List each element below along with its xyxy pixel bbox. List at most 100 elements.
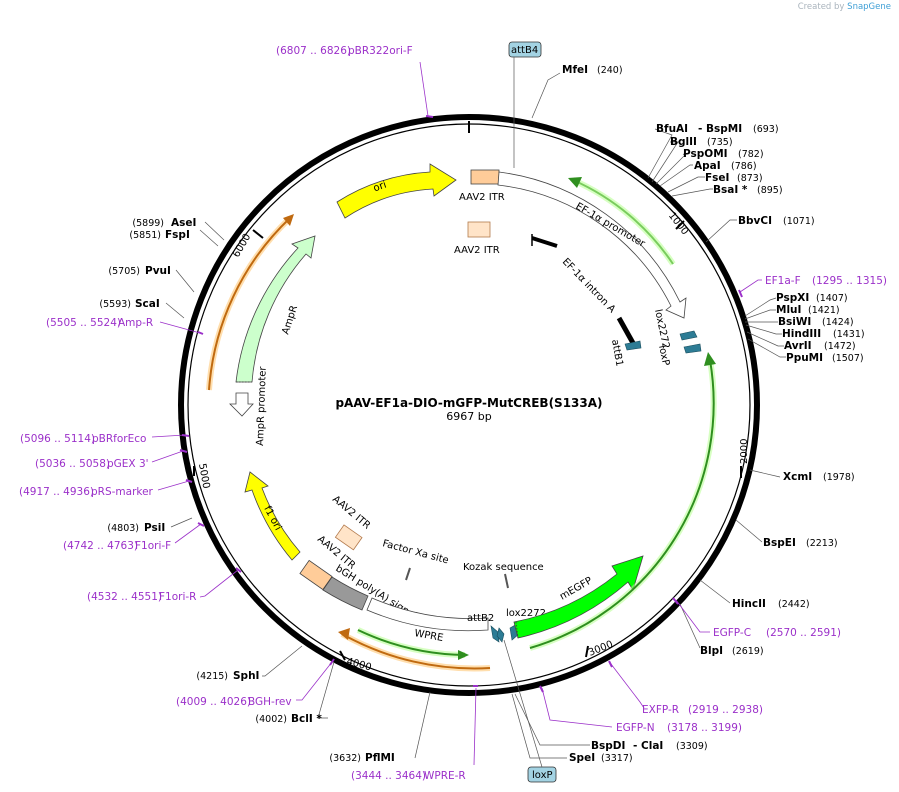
tick-3000 bbox=[585, 645, 589, 658]
f1-ori-arrow[interactable] bbox=[244, 471, 301, 561]
enzyme-avrii: AvrII bbox=[784, 340, 812, 352]
enzyme-bbvci: BbvCI bbox=[738, 215, 772, 227]
lox2272-label-bottom: lox2272 bbox=[506, 608, 546, 619]
kozak-marker bbox=[504, 573, 509, 589]
enzyme-hincii: HincII bbox=[732, 598, 766, 610]
enzyme-fsei: FseI bbox=[705, 172, 729, 184]
enzyme-mlui: MluI bbox=[776, 304, 801, 316]
ef1a-intron-label: EF-1α intron A bbox=[560, 256, 617, 315]
enzyme-bfuai: BfuAI bbox=[656, 123, 688, 135]
enzyme-bspmi: - BspMI bbox=[698, 123, 742, 135]
loxp-label-top: loxP bbox=[656, 344, 671, 366]
ampr-arrow[interactable] bbox=[235, 235, 316, 383]
enzyme-pflmi-pos: (3632) bbox=[329, 753, 361, 764]
enzyme-pspxi: PspXI bbox=[776, 292, 809, 304]
attb1-marker[interactable] bbox=[624, 340, 642, 351]
attb4-box[interactable] bbox=[508, 41, 542, 58]
tick-6000 bbox=[252, 229, 264, 239]
attb2-marker[interactable] bbox=[490, 625, 500, 643]
snapgene-brand: SnapGene bbox=[847, 2, 891, 12]
ori-arrow[interactable] bbox=[336, 163, 457, 219]
primer-bgh-rev-range: (4009 .. 4026) bbox=[176, 696, 251, 708]
tick-label-5000: 5000 bbox=[196, 463, 211, 490]
primer-exfp-r: EXFP-R bbox=[642, 704, 679, 716]
primer-prs-marker-range: (4917 .. 4936) bbox=[19, 486, 94, 498]
enzyme-apai: ApaI bbox=[694, 160, 721, 172]
aav2-itr-box-top[interactable] bbox=[470, 169, 500, 185]
enzyme-pspomi: PspOMI bbox=[683, 148, 728, 160]
backbone-outer-ring bbox=[178, 114, 760, 696]
megfp-start-marker bbox=[515, 621, 519, 639]
enzyme-bglii-pos: (735) bbox=[707, 137, 733, 148]
enzyme-fspi: FspI bbox=[165, 229, 190, 241]
wpre-box[interactable] bbox=[366, 597, 489, 632]
enzyme-hindiii-pos: (1431) bbox=[833, 329, 865, 340]
enzyme-pvui: PvuI bbox=[145, 265, 171, 277]
megfp-arrow[interactable] bbox=[513, 555, 644, 639]
enzyme-psii: PsiI bbox=[144, 522, 165, 534]
enzyme-pspxi-pos: (1407) bbox=[816, 293, 848, 304]
bgh-polya-box[interactable] bbox=[322, 576, 369, 611]
enzyme-clai: - ClaI bbox=[633, 740, 663, 752]
enzyme-xcmi-pos: (1978) bbox=[823, 472, 855, 483]
enzyme-ppumi: PpuMI bbox=[786, 352, 823, 364]
enzyme-bsai: BsaI * bbox=[713, 184, 748, 196]
wpre-primer-arrowhead bbox=[458, 650, 469, 660]
primer-bgh-rev: BGH-rev bbox=[248, 696, 292, 708]
enzyme-psii-pos: (4803) bbox=[107, 523, 139, 534]
loxp-marker-top[interactable] bbox=[683, 343, 702, 354]
ef1a-primer-arc-glow bbox=[571, 177, 676, 266]
factor-xa-marker bbox=[405, 567, 411, 581]
enzyme-sphi-pos: (4215) bbox=[196, 671, 228, 682]
primer-amp-r: Amp-R bbox=[118, 317, 153, 329]
enzyme-bsiwi-pos: (1424) bbox=[822, 317, 854, 328]
lox2272-label-top: lox2272 bbox=[652, 308, 671, 349]
primer-pbr322ori-f-range: (6807 .. 6826) bbox=[276, 45, 351, 57]
primer-egfp-c: EGFP-C bbox=[713, 627, 751, 639]
ef1a-intron-start-bar bbox=[531, 236, 558, 248]
kozak-label: Kozak sequence bbox=[463, 562, 544, 573]
enzyme-apai-pos: (786) bbox=[731, 161, 757, 172]
enzyme-asei-pos: (5899) bbox=[132, 218, 164, 229]
ampr-promoter-arrow[interactable] bbox=[229, 392, 254, 417]
aav2-itr-box-lower-inner[interactable] bbox=[334, 524, 363, 551]
enzyme-spei: SpeI bbox=[569, 752, 595, 764]
ampr-promoter-label: AmpR promoter bbox=[255, 365, 269, 446]
ori-label: ori bbox=[372, 180, 388, 195]
lox2272-marker-top[interactable] bbox=[679, 330, 698, 341]
aav2-itr-label-lower-inner: AAV2 ITR bbox=[330, 494, 372, 532]
primer-pgex3: pGEX 3' bbox=[107, 458, 149, 470]
enzyme-pflmi: PflMI bbox=[365, 752, 395, 764]
ampr-label: AmpR bbox=[280, 304, 300, 336]
ef1a-promoter-arrow[interactable] bbox=[497, 171, 687, 319]
loxp-marker-bottom[interactable] bbox=[496, 627, 505, 643]
primer-f1ori-r-range: (4532 .. 4551) bbox=[87, 591, 162, 603]
ef1a-promoter-label: EF-1α promoter bbox=[574, 201, 648, 250]
enzyme-spei-pos: (3317) bbox=[601, 753, 633, 764]
enzyme-pvui-pos: (5705) bbox=[108, 266, 140, 277]
plasmid-name: pAAV-EF1a-DIO-mGFP-MutCREB(S133A) bbox=[335, 396, 602, 410]
wpre-primer-arc bbox=[357, 629, 466, 656]
tick-marks bbox=[193, 121, 742, 661]
enzyme-pspomi-pos: (782) bbox=[738, 149, 764, 160]
ef1a-primer-arc bbox=[572, 179, 674, 265]
primer-exfp-r-range: (2919 .. 2938) bbox=[688, 704, 763, 716]
enzyme-bcli-pos: (4002) bbox=[255, 714, 287, 725]
enzyme-hindiii: HindIII bbox=[782, 328, 821, 340]
ef1a-primer-arrowhead bbox=[568, 177, 582, 188]
attb4-label: attB4 bbox=[511, 45, 538, 56]
attb1-label: attB1 bbox=[609, 339, 625, 368]
aav2-itr-box-inner[interactable] bbox=[467, 221, 491, 238]
bgh-primer-arrowhead bbox=[338, 628, 350, 640]
factor-xa-label: Factor Xa site bbox=[381, 538, 450, 566]
primer-f1ori-f: F1ori-F bbox=[135, 540, 171, 552]
enzyme-leaders bbox=[165, 72, 786, 759]
enzyme-bcli: BclI * bbox=[291, 713, 322, 725]
enzyme-xcmi: XcmI bbox=[783, 471, 812, 483]
enzyme-mfei: MfeI bbox=[562, 64, 588, 76]
enzyme-mlui-pos: (1421) bbox=[808, 305, 840, 316]
tick-1000 bbox=[675, 220, 685, 230]
created-by-watermark: Created by SnapGene bbox=[798, 2, 891, 12]
aav2-itr-label-inner: AAV2 ITR bbox=[454, 245, 500, 256]
